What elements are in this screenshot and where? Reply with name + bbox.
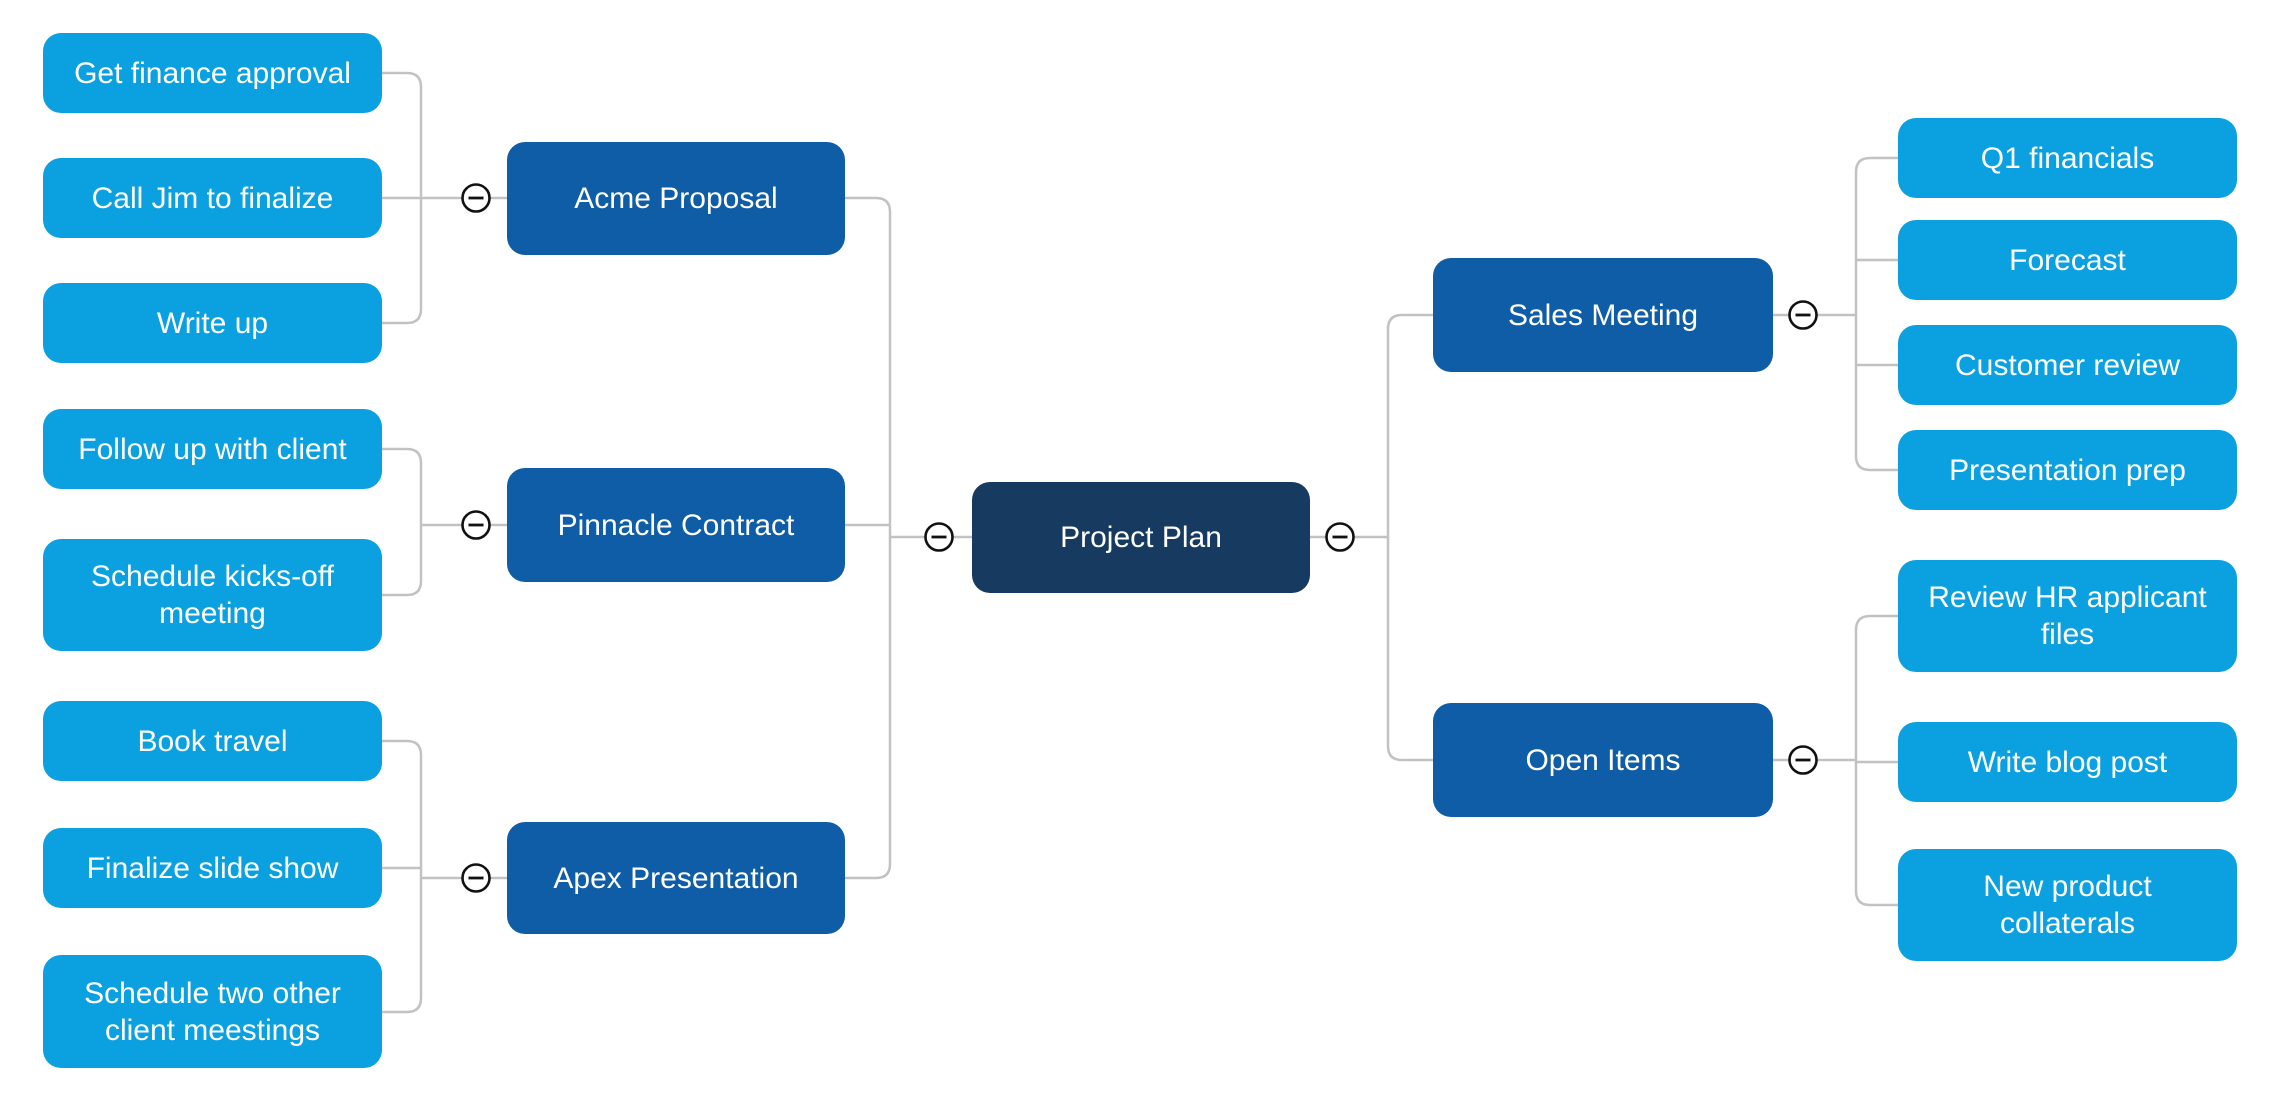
node-label: Review HR applicant files: [1928, 581, 2207, 651]
connector-sales-children: [1854, 156, 1898, 472]
connector-open-children: [1854, 614, 1898, 907]
node-label: Apex Presentation: [553, 861, 799, 895]
collapse-button-open-items[interactable]: [1788, 745, 1818, 775]
node-label: New product collaterals: [1983, 870, 2152, 940]
connector-apex-children: [382, 739, 423, 1014]
node-book-travel[interactable]: Book travel: [43, 701, 382, 781]
collapse-button-apex-presentation[interactable]: [461, 863, 491, 893]
collapse-button-acme-proposal[interactable]: [461, 183, 491, 213]
node-label: Customer review: [1954, 348, 2181, 382]
node-label: Presentation prep: [1949, 453, 2186, 487]
node-label: Book travel: [137, 724, 288, 758]
node-label: Open Items: [1525, 743, 1681, 777]
collapse-button-pinnacle-contract[interactable]: [461, 510, 491, 540]
connector-left-branch-trunk: [845, 196, 892, 880]
node-label: Sales Meeting: [1507, 298, 1699, 332]
node-label: Finalize slide show: [86, 851, 339, 885]
node-open-items[interactable]: Open Items: [1433, 703, 1773, 817]
node-review-hr-applicant-files[interactable]: Review HR applicant files: [1898, 560, 2237, 672]
node-schedule-kicks-off-meeting[interactable]: Schedule kicks-off meeting: [43, 539, 382, 651]
node-follow-up-with-client[interactable]: Follow up with client: [43, 409, 382, 489]
node-label: Acme Proposal: [574, 182, 778, 215]
node-get-finance-approval[interactable]: Get finance approval: [43, 33, 382, 113]
collapse-button-project-plan-right[interactable]: [1325, 522, 1355, 552]
node-call-jim-to-finalize[interactable]: Call Jim to finalize: [43, 158, 382, 238]
node-finalize-slide-show[interactable]: Finalize slide show: [43, 828, 382, 908]
node-label: Project Plan: [1060, 521, 1222, 554]
node-label: Forecast: [2009, 243, 2126, 277]
node-label: Get finance approval: [74, 56, 351, 90]
node-forecast[interactable]: Forecast: [1898, 220, 2237, 300]
node-label: Pinnacle Contract: [557, 508, 795, 542]
node-label: Write blog post: [1967, 745, 2168, 779]
collapse-button-project-plan-left[interactable]: [924, 522, 954, 552]
node-customer-review[interactable]: Customer review: [1898, 325, 2237, 405]
connector-pinnacle-children: [382, 447, 423, 597]
node-label: Follow up with client: [78, 432, 347, 466]
node-acme-proposal[interactable]: Acme Proposal: [507, 142, 845, 255]
connector-right-branch-trunk: [1386, 313, 1433, 762]
node-label: Schedule kicks-off meeting: [91, 560, 334, 630]
node-presentation-prep[interactable]: Presentation prep: [1898, 430, 2237, 510]
collapse-button-sales-meeting[interactable]: [1788, 300, 1818, 330]
node-apex-presentation[interactable]: Apex Presentation: [507, 822, 845, 934]
node-write-up[interactable]: Write up: [43, 283, 382, 363]
node-new-product-collaterals[interactable]: New product collaterals: [1898, 849, 2237, 961]
node-sales-meeting[interactable]: Sales Meeting: [1433, 258, 1773, 372]
node-pinnacle-contract[interactable]: Pinnacle Contract: [507, 468, 845, 582]
node-write-blog-post[interactable]: Write blog post: [1898, 722, 2237, 802]
node-label: Write up: [156, 306, 269, 340]
node-schedule-two-other-client-meestings[interactable]: Schedule two other client meestings: [43, 955, 382, 1068]
node-project-plan[interactable]: Project Plan: [972, 482, 1310, 593]
node-label: Q1 financials: [1980, 141, 2155, 175]
node-label: Schedule two other client meestings: [84, 976, 341, 1047]
node-q1-financials[interactable]: Q1 financials: [1898, 118, 2237, 198]
node-label: Call Jim to finalize: [91, 181, 334, 215]
